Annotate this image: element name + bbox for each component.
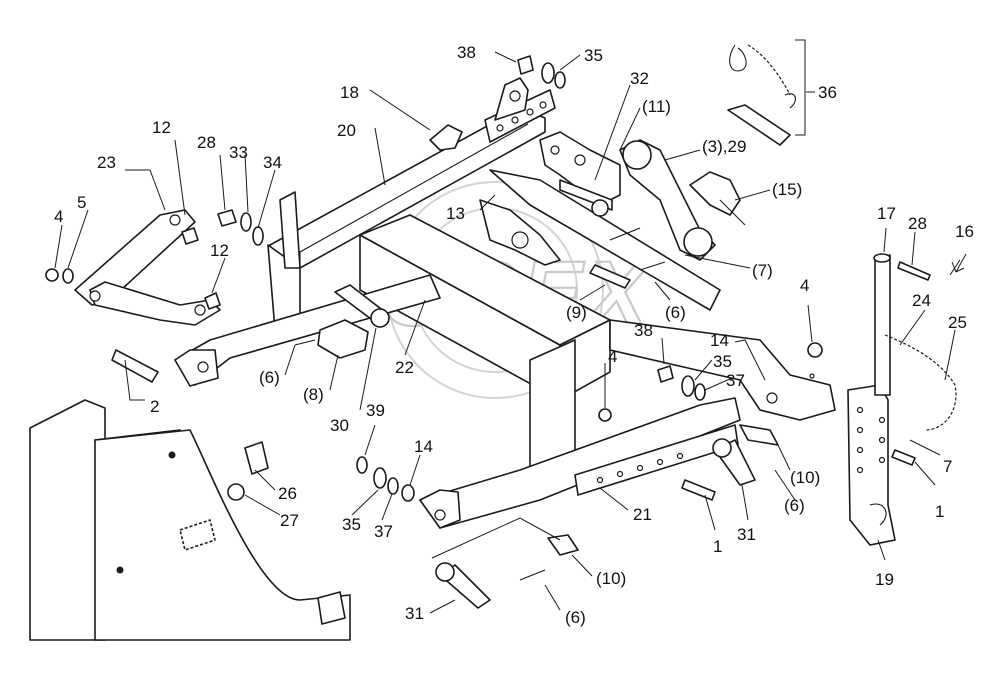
label-18: 18 (340, 83, 359, 102)
label-4-right: 4 (800, 276, 809, 295)
label-14: 14 (710, 331, 729, 350)
leader-lines (54, 51, 967, 614)
label-35-lower: 35 (342, 515, 361, 534)
top-link-3-29 (619, 139, 716, 261)
label-38-center: 38 (634, 321, 653, 340)
hardware-center (356, 365, 706, 502)
link-23 (74, 209, 221, 326)
small-pins-center (589, 227, 666, 289)
hitch-19 (847, 384, 916, 546)
label-1-right: 1 (935, 502, 944, 521)
label-3-29: (3),29 (702, 137, 746, 156)
pins-left (294, 284, 390, 359)
label-31: 31 (737, 525, 756, 544)
label-16: 16 (955, 222, 974, 241)
label-12: 12 (152, 118, 171, 137)
guard-panel (29, 399, 351, 641)
pin-31-right (712, 424, 779, 486)
clip-36 (727, 39, 806, 146)
label-9: (9) (566, 303, 587, 322)
hardware-top (517, 55, 823, 358)
label-37-lower: 37 (374, 522, 393, 541)
label-14-lower: 14 (414, 437, 433, 456)
label-32: 32 (630, 69, 649, 88)
pin-17 (873, 253, 957, 431)
label-5: 5 (77, 193, 86, 212)
label-31-lower: 31 (405, 604, 424, 623)
label-17: 17 (877, 204, 896, 223)
label-30: 30 (330, 416, 349, 435)
label-35-center: 35 (713, 352, 732, 371)
label-20: 20 (337, 121, 356, 140)
label-28-right: 28 (908, 214, 927, 233)
label-35: 35 (584, 46, 603, 65)
label-38: 38 (457, 43, 476, 62)
label-39: 39 (366, 401, 385, 420)
label-23: 23 (97, 153, 116, 172)
label-37: 37 (726, 371, 745, 390)
label-6: (6) (665, 303, 686, 322)
label-8: (8) (303, 385, 324, 404)
label-10: (10) (790, 468, 820, 487)
label-1: 1 (713, 537, 722, 556)
label-21: 21 (633, 505, 652, 524)
label-25: 25 (948, 313, 967, 332)
label-6-right: (6) (784, 496, 805, 515)
pin-31-lower (431, 517, 579, 609)
label-4-center: 4 (608, 347, 617, 366)
label-7-right: 7 (943, 457, 952, 476)
label-19: 19 (875, 570, 894, 589)
callout-labels: 38 35 32 (11) 36 18 20 (3),29 (15) 12 28… (54, 43, 974, 627)
label-6-left: (6) (259, 368, 280, 387)
label-22: 22 (395, 358, 414, 377)
label-10-lower: (10) (596, 569, 626, 588)
label-6-lower: (6) (565, 608, 586, 627)
label-7: (7) (752, 261, 773, 280)
pin-15 (689, 171, 746, 226)
label-2: 2 (150, 397, 159, 416)
label-36: 36 (818, 83, 837, 102)
label-27: 27 (280, 511, 299, 530)
top-bracket-32 (539, 131, 621, 217)
label-15: (15) (772, 180, 802, 199)
main-frame (174, 77, 836, 529)
label-12-lower: 12 (210, 241, 229, 260)
small-hardware-left (45, 209, 264, 383)
label-24: 24 (912, 291, 931, 310)
label-13: 13 (446, 204, 465, 223)
label-33: 33 (229, 143, 248, 162)
label-34: 34 (263, 153, 282, 172)
label-28: 28 (197, 133, 216, 152)
label-26: 26 (278, 484, 297, 503)
label-11: (11) (642, 97, 671, 116)
label-4: 4 (54, 207, 63, 226)
